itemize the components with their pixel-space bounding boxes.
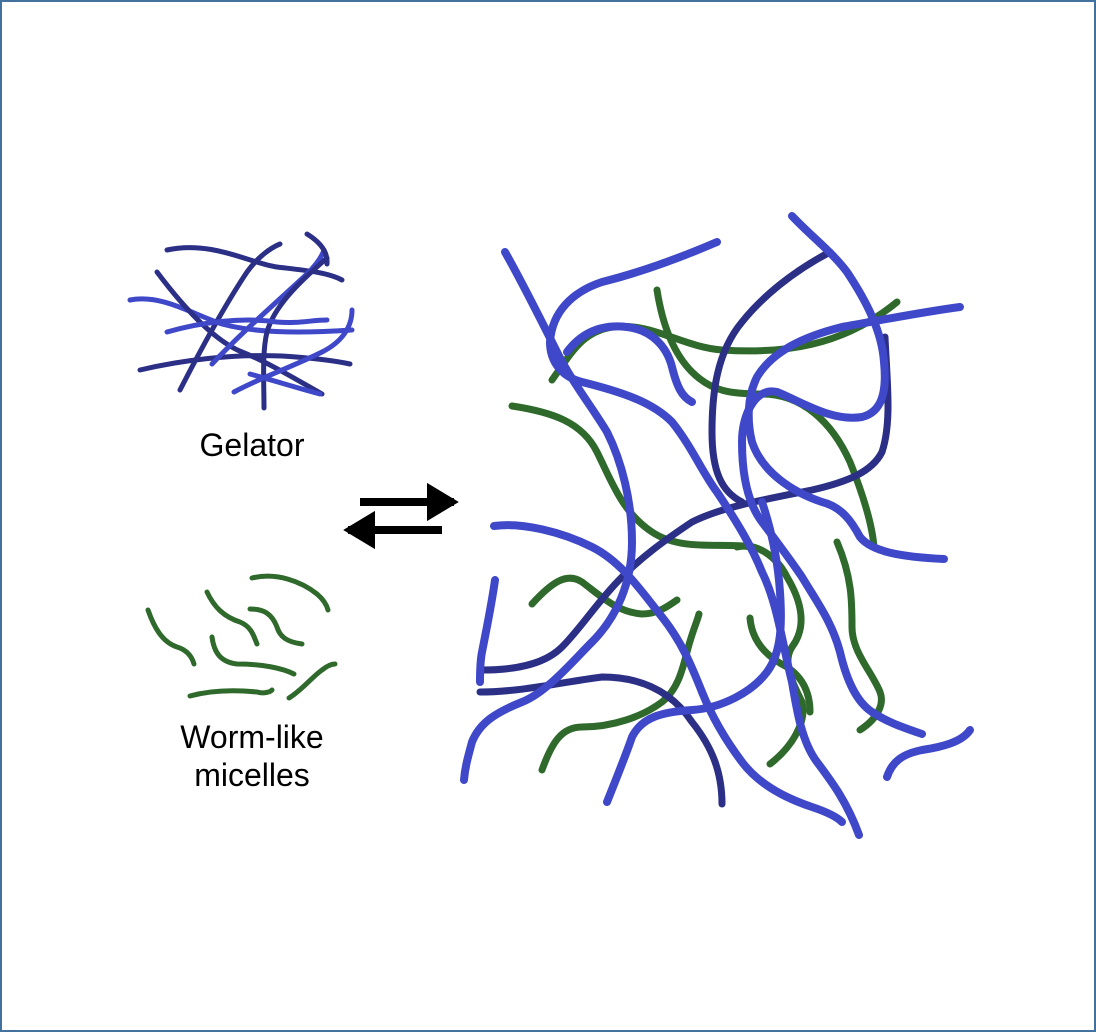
gelator-label: Gelator — [199, 427, 305, 463]
micelles-label-line1: Worm-like — [180, 719, 324, 755]
gelator-cluster — [127, 231, 355, 411]
network-light-blue-fibers — [460, 212, 974, 839]
micelles-label: Worm-like micelles — [112, 718, 392, 794]
equilibrium-arrows — [343, 482, 459, 550]
micelles-label-line2: micelles — [194, 757, 310, 793]
network-dark-blue-fibers — [476, 248, 892, 808]
micelles-cluster — [145, 573, 338, 701]
